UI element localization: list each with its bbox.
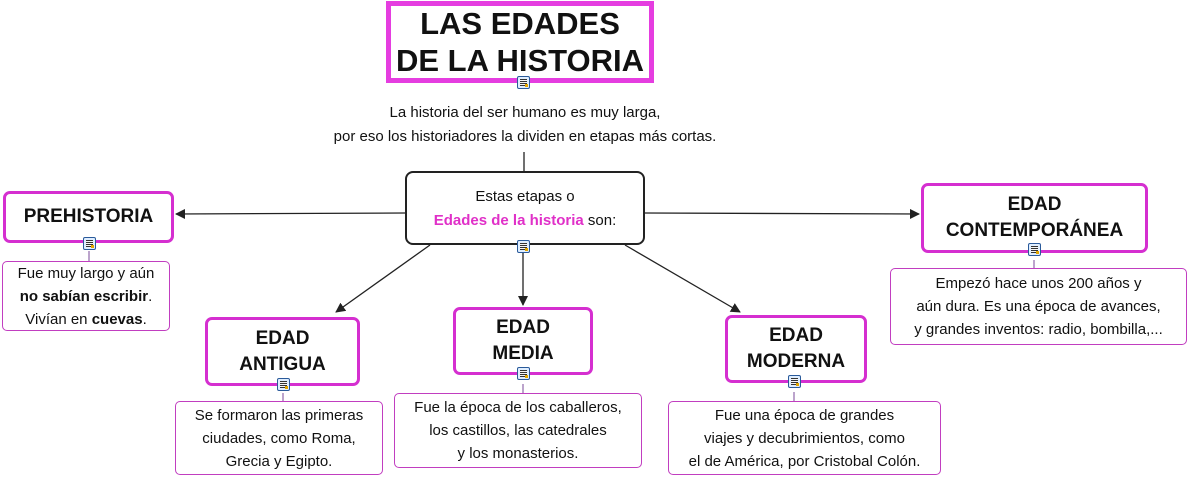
note-contemporanea-line-2: aún dura. Es una época de avances, [916, 298, 1161, 315]
note-bold: no sabían escribir [19, 287, 149, 305]
note-prehistoria: Fue muy largo y aún no sabían escribir. … [2, 261, 170, 331]
era-contemporanea-line-2: CONTEMPORÁNEA [945, 220, 1124, 241]
note-moderna-line-3: el de América, por Cristobal Colón. [688, 452, 921, 470]
title-line-1: LAS EDADES [420, 6, 620, 41]
center-line-1: Estas etapas o [475, 188, 575, 205]
note-moderna-line-2: viajes y decubrimientos, como [704, 429, 905, 447]
title-box[interactable]: LAS EDADES DE LA HISTORIA [386, 1, 654, 83]
note-contemporanea-line-3: y grandes inventos: radio, bombilla,... [914, 321, 1163, 338]
note-prehistoria-line-2: no sabían escribir. [20, 285, 153, 308]
note-icon[interactable] [277, 378, 290, 391]
note-contemporanea: Empezó hace unos 200 años y aún dura. Es… [890, 268, 1187, 345]
era-media[interactable]: EDAD MEDIA [453, 307, 593, 375]
era-moderna-line-2: MODERNA [746, 351, 846, 372]
note-icon[interactable] [83, 237, 96, 250]
center-line-2: Edades de la historia son: [407, 209, 643, 233]
era-moderna-line-1: EDAD [769, 325, 823, 346]
note-prehistoria-line-3: Vivían en cuevas. [25, 308, 147, 331]
center-highlight: Edades de la historia [433, 212, 584, 229]
note-icon[interactable] [517, 367, 530, 380]
note-media-line-3: y los monasterios. [457, 445, 579, 462]
note-antigua-line-3: Grecia y Egipto. [225, 452, 333, 470]
note-contemporanea-line-1: Empezó hace unos 200 años y [935, 275, 1142, 292]
center-box[interactable]: Estas etapas o Edades de la historia son… [405, 171, 645, 245]
intro-line-2: por eso los historiadores la dividen en … [333, 128, 717, 145]
intro-line-1: La historia del ser humano es muy larga, [389, 104, 661, 121]
center-after: son: [583, 212, 617, 229]
note-text: Fue muy largo y aún [17, 264, 155, 282]
note-icon[interactable] [517, 76, 530, 89]
title-line-2: DE LA HISTORIA [395, 43, 644, 78]
note-moderna-line-1: Fue una época de grandes [714, 406, 895, 424]
note-antigua-line-2: ciudades, como Roma, [202, 429, 356, 447]
note-text: Vivían en [25, 310, 92, 328]
era-antigua-line-2: ANTIGUA [239, 353, 326, 375]
arrow-to-prehistoria [175, 208, 406, 219]
note-text: . [148, 287, 153, 305]
note-bold: cuevas [91, 310, 143, 328]
era-media-line-2: MEDIA [492, 343, 554, 364]
note-media-line-2: los castillos, las catedrales [429, 422, 607, 439]
intro-text: La historia del ser humano es muy larga,… [290, 101, 760, 149]
arrow-to-antigua [335, 244, 431, 313]
era-antigua[interactable]: EDAD ANTIGUA [205, 317, 360, 386]
era-moderna[interactable]: EDAD MODERNA [725, 315, 867, 383]
note-media: Fue la época de los caballeros, los cast… [394, 393, 642, 468]
note-icon[interactable] [788, 375, 801, 388]
note-text: . [142, 310, 147, 328]
era-antigua-line-1: EDAD [255, 327, 310, 349]
era-media-line-1: EDAD [496, 317, 550, 338]
era-contemporanea[interactable]: EDAD CONTEMPORÁNEA [921, 183, 1148, 253]
era-contemporanea-line-1: EDAD [1007, 194, 1062, 215]
note-moderna: Fue una época de grandes viajes y decubr… [668, 401, 941, 475]
note-antigua-line-1: Se formaron las primeras [194, 406, 364, 424]
era-prehistoria-title: PREHISTORIA [23, 206, 154, 227]
note-icon[interactable] [517, 240, 530, 253]
note-prehistoria-line-1: Fue muy largo y aún [18, 262, 155, 285]
era-prehistoria[interactable]: PREHISTORIA [3, 191, 174, 243]
arrow-to-moderna [624, 244, 741, 313]
note-media-line-1: Fue la época de los caballeros, [414, 399, 622, 416]
note-antigua: Se formaron las primeras ciudades, como … [175, 401, 383, 475]
note-icon[interactable] [1028, 243, 1041, 256]
arrow-to-contemporanea [644, 208, 920, 219]
